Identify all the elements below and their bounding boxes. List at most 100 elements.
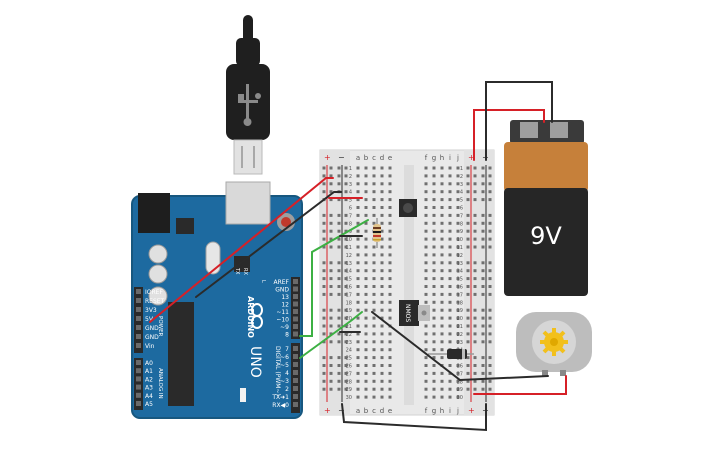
nmos-transistor[interactable]: NMOS — [399, 300, 430, 326]
pin-label: AREF — [273, 279, 289, 286]
row-number: 9 — [349, 229, 352, 235]
column-letter: d — [380, 407, 384, 415]
wire-5v[interactable] — [149, 177, 334, 323]
row-number: 30 — [346, 395, 352, 401]
row-number: 3 — [349, 182, 352, 188]
wire-battery-negative[interactable] — [485, 81, 553, 161]
arduino-model-label: UNO — [247, 346, 263, 378]
row-number: 8 — [349, 221, 352, 227]
column-letter: e — [388, 407, 392, 415]
row-number: 27 — [457, 371, 463, 377]
row-number: 29 — [457, 387, 463, 393]
dc-motor[interactable] — [516, 312, 592, 376]
row-number: 19 — [457, 308, 463, 314]
column-letter: b — [364, 154, 369, 162]
column-letter: i — [449, 154, 451, 162]
wires — [149, 81, 567, 432]
row-number: 11 — [457, 245, 463, 251]
resistor[interactable] — [373, 218, 381, 248]
row-number: 16 — [346, 285, 352, 291]
row-number: 14 — [457, 269, 463, 275]
row-number: 29 — [346, 387, 352, 393]
row-number: 2 — [460, 174, 463, 180]
pin-label: ~10 — [276, 317, 289, 324]
pin-label: 3V3 — [145, 307, 157, 314]
column-letter: a — [356, 407, 360, 415]
row-number: 15 — [457, 277, 463, 283]
row-number: 27 — [346, 371, 352, 377]
pin-label: A0 — [145, 360, 153, 367]
arduino-logo-icon — [251, 303, 263, 329]
pin-label: 8 — [285, 332, 289, 339]
row-number: 25 — [346, 356, 352, 362]
rail-minus-top-left: − — [338, 153, 345, 162]
row-number: 26 — [346, 364, 352, 370]
row-number: 21 — [457, 324, 463, 330]
row-number: 13 — [346, 261, 352, 267]
row-number: 22 — [457, 332, 463, 338]
rail-plus-bottom-right: + — [468, 406, 475, 415]
row-number: 7 — [460, 213, 463, 219]
analog-header-label: ANALOG IN — [157, 368, 163, 399]
column-letter: h — [440, 154, 444, 162]
row-number: 8 — [460, 221, 463, 227]
column-letter: b — [364, 407, 369, 415]
pushbutton[interactable] — [399, 199, 417, 217]
row-number: 24 — [346, 348, 352, 354]
row-number: 14 — [346, 269, 352, 275]
row-number: 28 — [457, 379, 463, 385]
pin-label: A3 — [145, 385, 153, 392]
pin-label: TX➜1 — [271, 394, 289, 401]
row-number: 11 — [346, 245, 352, 251]
battery-9v[interactable]: 9V — [504, 120, 588, 296]
gear-icon — [540, 328, 568, 356]
column-letter: i — [449, 407, 451, 415]
wire-battery-positive[interactable] — [473, 109, 545, 161]
atmega-chip — [168, 302, 194, 406]
column-letter: d — [380, 154, 384, 162]
led-tx-label: TX — [234, 267, 240, 275]
wire-mosfet-drain[interactable] — [371, 311, 549, 382]
row-number: 30 — [457, 395, 463, 401]
row-number: 6 — [349, 206, 352, 212]
row-number: 5 — [460, 198, 463, 204]
wire-bottom-loop[interactable] — [341, 403, 487, 432]
column-letter: j — [456, 154, 459, 162]
pin-label: Vin — [145, 343, 155, 350]
digital-header-label: DIGITAL (PWM~) — [274, 346, 281, 396]
wire-motor-positive[interactable] — [473, 375, 567, 395]
usb-port — [225, 181, 271, 225]
row-number: 10 — [346, 237, 352, 243]
column-letter: c — [372, 154, 376, 162]
row-number: 19 — [346, 308, 352, 314]
rail-minus-bottom-left: − — [338, 406, 345, 415]
wire-gnd[interactable] — [195, 191, 342, 298]
row-number: 23 — [457, 340, 463, 346]
row-number: 18 — [346, 300, 352, 306]
column-letter: f — [425, 407, 428, 415]
row-number: 16 — [457, 285, 463, 291]
battery-label: 9V — [530, 222, 562, 250]
pin-label: A1 — [145, 368, 153, 375]
row-number: 26 — [457, 364, 463, 370]
pin-label: 2 — [285, 386, 289, 393]
pin-label: 12 — [281, 302, 289, 309]
usb-cable — [226, 15, 270, 175]
row-number: 22 — [346, 332, 352, 338]
diode[interactable] — [428, 349, 474, 359]
column-letter: e — [388, 154, 392, 162]
row-number: 10 — [457, 237, 463, 243]
row-number: 20 — [457, 316, 463, 322]
row-number: 12 — [457, 253, 463, 259]
row-number: 1 — [349, 166, 352, 172]
pin-label: ~11 — [276, 309, 289, 316]
arduino-brand-label: ARDUINO — [246, 296, 255, 338]
row-number: 9 — [460, 229, 463, 235]
row-number: 6 — [460, 206, 463, 212]
row-number: 7 — [349, 213, 352, 219]
wire-pin6[interactable] — [299, 311, 363, 359]
digital-header-top — [291, 277, 300, 339]
